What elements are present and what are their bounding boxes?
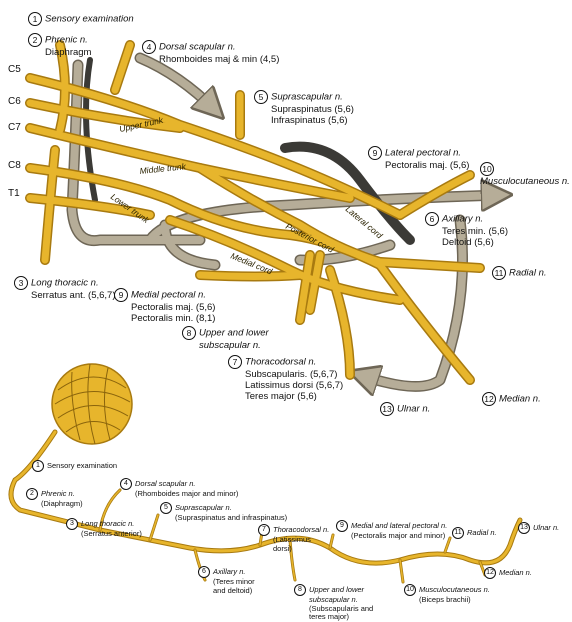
nerve-bundle	[25, 40, 485, 385]
label-musculocutaneous: 10 Musculocutaneous n.	[480, 162, 570, 187]
root-c6: C6	[8, 96, 21, 107]
root-c7: C7	[8, 122, 21, 133]
root-c5: C5	[8, 64, 21, 75]
middle-trunk-label: Middle trunk	[139, 161, 187, 176]
unrolled-nerve-strand	[8, 429, 523, 584]
root-c8: C8	[8, 160, 21, 171]
root-t1: T1	[8, 188, 20, 199]
yarn-ball-icon	[51, 363, 133, 445]
